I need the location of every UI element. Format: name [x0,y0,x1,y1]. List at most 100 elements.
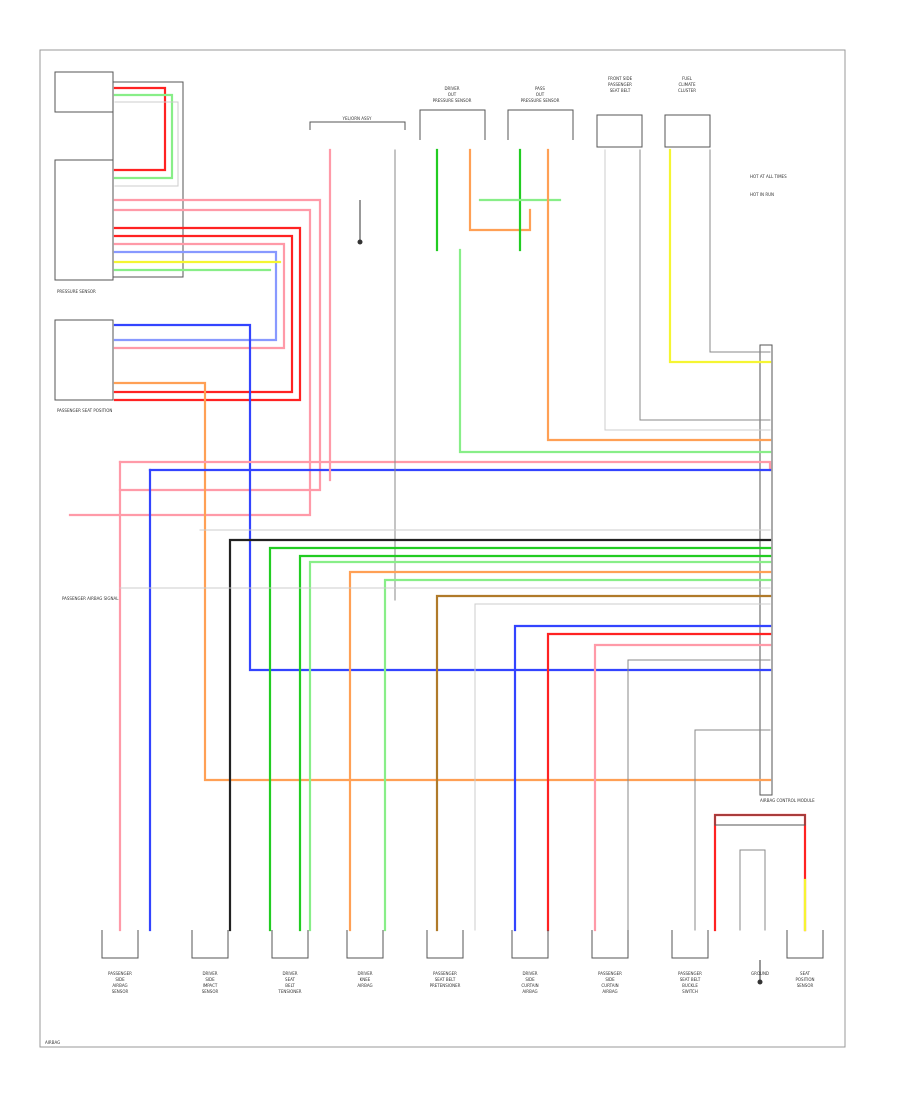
connector-box [591,930,629,959]
wire-wht-to-ecm [604,149,771,431]
bottom-component-label-line: SIDE [115,977,125,982]
wire-bus-drop-10 [546,632,772,932]
wire-ltgrn-to-ecm [458,248,772,454]
bottom-component-label-line: SENSOR [112,989,129,994]
wire-pink-2 [68,208,312,517]
wire-wht-sensor-loop [114,101,179,187]
connector-box [271,930,309,959]
connector-box [346,930,384,959]
wire-red-4 [113,234,294,394]
wire-bus-drop-7 [435,594,772,932]
bottom-component-label-line: KNEE [360,977,371,982]
bottom-components: PASSENGERSIDEAIRBAGSENSORDRIVERSIDEIMPAC… [101,930,824,994]
wire-bus-drop-11 [593,643,772,932]
connector-box [101,930,139,959]
bottom-component-label-line: SIDE [525,977,535,982]
svg-text:OUT: OUT [448,92,457,97]
bottom-component-label-line: DRIVER [357,971,372,976]
bottom-component-label-line: SIDE [605,977,615,982]
wire-yel-to-ecm [668,148,772,364]
pressure-sensor-component: PRESSURE SENSOR [54,71,184,294]
wire-bus-drop-8 [474,603,771,931]
connector-box [191,930,229,959]
wire-ltblu-6 [113,250,278,342]
note-left: PASSENGER AIRBAG SIGNAL [62,596,119,601]
bottom-component-label-line: TENSIONER [277,989,301,994]
bottom-component-label-line: AIRBAG [357,983,372,988]
top-component-4-label: FUEL [682,76,693,81]
wire-bus-drop-4 [308,560,772,932]
bottom-component-label-line: SEAT BELT [435,977,456,982]
wire-red-seat-loop [713,813,807,932]
svg-text:OUT: OUT [536,92,545,97]
top-connector-5: FUEL CLIMATE CLUSTER [664,76,711,148]
connector-box [786,930,824,959]
wire-pink-bus [118,460,772,472]
top-connector-1: YEL/ORN ASSY [309,116,406,130]
wire-ltgrn-sensor-loop [113,93,174,180]
bottom-component-label-line: PASSENGER [598,971,622,976]
wire-pink-5 [113,242,286,350]
top-component-3-label: FRONT SIDE [608,76,633,81]
top-component-2-label: PASS [535,86,545,91]
wire-org-to-ecm [546,148,772,442]
svg-text:PRESSURE SENSOR: PRESSURE SENSOR [433,98,472,103]
wire-gry-to-ecm [639,149,771,421]
top-component-1-label: DRIVER [444,86,459,91]
wire-bus-drop-6 [383,578,772,932]
bottom-component-label-line: GROUND [751,971,769,976]
svg-text:YEL/ORN ASSY: YEL/ORN ASSY [342,116,373,121]
wire-bus-drop-9 [513,624,772,932]
top-connector-3: PASS OUT PRESSURE SENSOR [507,86,574,140]
bottom-component-label-line: PRETENSIONER [430,983,461,988]
svg-text:PRESSURE SENSOR: PRESSURE SENSOR [521,98,560,103]
wire-org-top-x [468,148,532,232]
bottom-component-label-line: AIRBAG [112,983,127,988]
bottom-component-label-line: AIRBAG [602,989,617,994]
svg-text:SEAT BELT: SEAT BELT [610,88,631,93]
svg-text:CLUSTER: CLUSTER [678,88,696,93]
wire-gry-seat-2 [739,849,766,931]
bottom-component-label-line: SEAT [800,971,810,976]
seat-position-sensor-box [714,814,806,826]
bottom-component-label-line: SENSOR [797,983,814,988]
bottom-component-label-line: CURTAIN [521,983,538,988]
wire-red-sensor-loop [113,86,167,172]
diagram-frame [39,49,846,1048]
wire-org-occupant [113,381,772,782]
wire-pink-1 [113,198,322,492]
bottom-component-label-line: SEAT BELT [680,977,701,982]
bottom-component-label-line: DRIVER [282,971,297,976]
note-hot: HOT AT ALL TIMES [750,174,787,179]
bottom-component-label-line: IMPACT [203,983,218,988]
pressure-sensor-label: PRESSURE SENSOR [57,289,96,294]
wire-gry-to-ecm-2 [709,149,771,353]
wire-group [68,86,807,932]
bottom-component-label-line: CURTAIN [601,983,618,988]
bottom-component-label-line: BELT [285,983,295,988]
bottom-component-label-line: PASSENGER [433,971,457,976]
bottom-component-label-line: AIRBAG [522,989,537,994]
top-connector-4: FRONT SIDE PASSENGER SEAT BELT [596,76,643,148]
bottom-component-label-line: DRIVER [202,971,217,976]
svg-text:PASSENGER: PASSENGER [608,82,632,87]
wire-bus-drop-2 [268,546,772,932]
bottom-component-label-line: DRIVER [522,971,537,976]
wire-bus-drop-3 [298,554,772,932]
wire-bus-drop-12 [627,659,771,931]
bottom-component-label-line: SWITCH [682,989,698,994]
note-hot-run: HOT IN RUN [750,192,774,197]
airbag-control-module: AIRBAG CONTROL MODULE [759,344,815,803]
bottom-component-label-line: SEAT [285,977,295,982]
footer-label: AIRBAG [45,1040,60,1045]
bottom-component-label-line: POSITION [795,977,814,982]
bottom-component-label-line: SENSOR [202,989,219,994]
